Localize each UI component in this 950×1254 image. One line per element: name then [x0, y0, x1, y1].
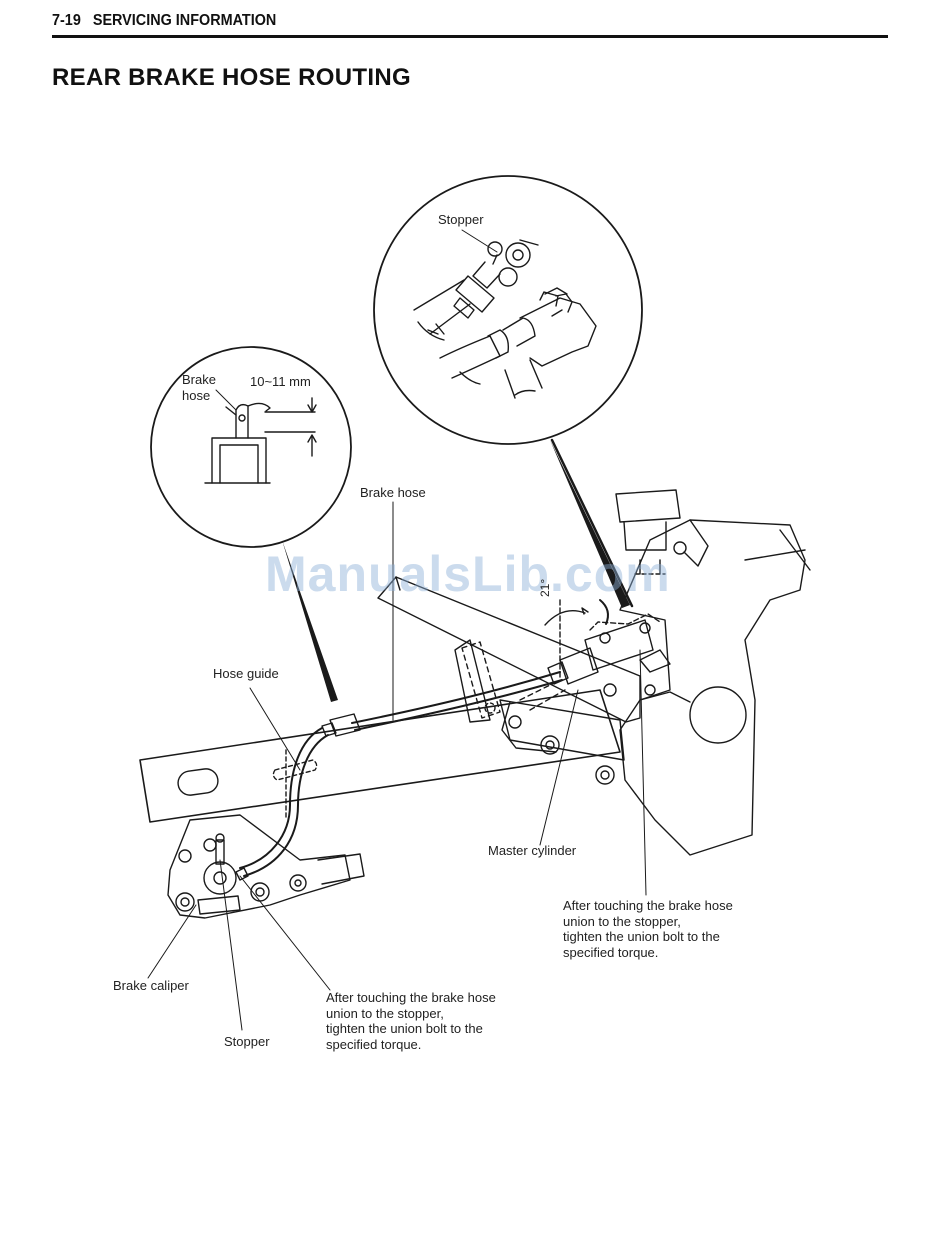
detail-brake-hose-label: Brake hose: [182, 372, 216, 403]
frame-drawing: [139, 489, 811, 919]
leader-lines: [147, 229, 647, 1031]
clearance-dimension-label: 10~11 mm: [250, 374, 311, 389]
stopper-label: Stopper: [224, 1034, 270, 1049]
page-header: 7-19 SERVICING INFORMATION: [52, 12, 276, 30]
master-cylinder-note: After touching the brake hose union to t…: [563, 898, 733, 960]
brake-caliper-label: Brake caliper: [113, 978, 189, 993]
detail-pointer-left: [282, 540, 338, 702]
master-cylinder-detail-circle: [373, 175, 643, 445]
watermark: ManualsLib.com: [265, 546, 671, 602]
page-number: 7-19: [52, 12, 81, 29]
header-rule: [52, 35, 888, 38]
master-cylinder-label: Master cylinder: [488, 843, 577, 858]
detail-stopper-label: Stopper: [438, 212, 484, 227]
angle-label: 21°: [538, 578, 552, 597]
page-title: REAR BRAKE HOSE ROUTING: [52, 64, 411, 91]
section-title: SERVICING INFORMATION: [92, 12, 277, 29]
hose-guide-label: Hose guide: [213, 666, 279, 681]
detail-pointer-top: [550, 440, 630, 608]
caliper-note: After touching the brake hose union to t…: [326, 990, 496, 1052]
brake-hose-label: Brake hose: [360, 485, 426, 500]
